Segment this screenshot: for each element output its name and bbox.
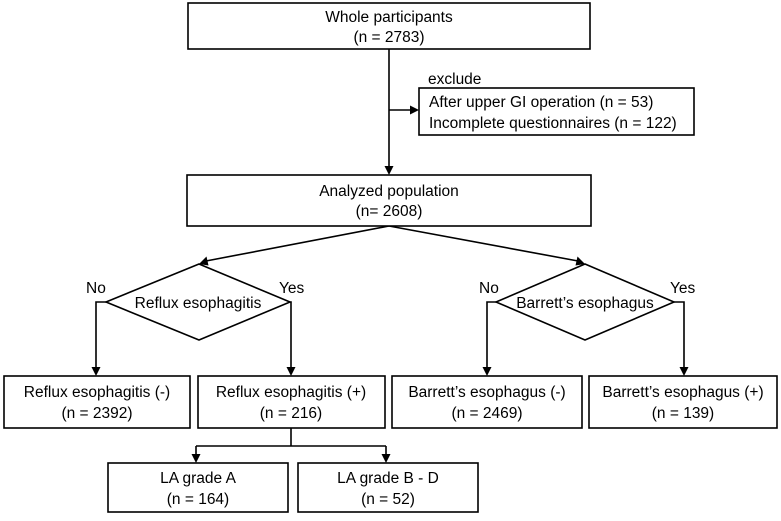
barrett-yes-label: Yes	[670, 280, 696, 297]
node-reflux-pos-title: Reflux esophagitis (+)	[216, 384, 366, 401]
arrowhead-barrett-pos	[679, 367, 689, 376]
node-la-bd-box	[297, 462, 479, 513]
node-reflux-neg-box	[3, 375, 191, 429]
node-reflux-pos-box	[197, 375, 386, 429]
arrowhead-barrett-decision	[575, 256, 585, 266]
node-whole-box	[187, 2, 591, 50]
node-la-bd-title: LA grade B - D	[337, 470, 439, 487]
arrowhead-reflux-neg	[91, 367, 101, 376]
connector-analyzed-to-barrett	[388, 225, 579, 262]
arrowhead-reflux-decision	[199, 256, 209, 266]
connector-barrett-no	[486, 301, 496, 368]
connector-reflux-no	[95, 301, 106, 368]
arrowhead-la-a	[191, 454, 201, 463]
reflux-yes-label: Yes	[279, 280, 305, 297]
node-analyzed-count: (n= 2608)	[356, 203, 423, 220]
node-barrett-pos-count: (n = 139)	[652, 405, 714, 422]
node-barrett-neg-box	[391, 375, 583, 429]
node-la-a-box	[107, 462, 289, 513]
decision-barrett-label: Barrett’s esophagus	[516, 295, 654, 312]
decision-barretts-esophagus: Barrett’s esophagus	[493, 263, 677, 341]
node-reflux-negative: Reflux esophagitis (-) (n = 2392)	[3, 375, 191, 429]
node-exclude-line2: Incomplete questionnaires (n = 122)	[429, 115, 677, 132]
node-barrett-neg-title: Barrett’s esophagus (-)	[408, 384, 565, 401]
node-la-a-count: (n = 164)	[167, 491, 229, 508]
decision-reflux-diamond	[103, 263, 293, 341]
node-whole-title: Whole participants	[325, 9, 453, 26]
connector-barrett-yes	[674, 301, 685, 368]
decision-reflux-esophagitis: Reflux esophagitis	[103, 263, 293, 341]
node-barrett-pos-title: Barrett’s esophagus (+)	[602, 384, 763, 401]
node-reflux-neg-count: (n = 2392)	[61, 405, 132, 422]
node-reflux-pos-count: (n = 216)	[260, 405, 322, 422]
node-la-grade-a: LA grade A (n = 164)	[107, 462, 289, 513]
node-barrett-positive: Barrett’s esophagus (+) (n = 139)	[588, 375, 778, 429]
connector-analyzed-to-reflux	[205, 225, 390, 262]
node-barrett-negative: Barrett’s esophagus (-) (n = 2469)	[391, 375, 583, 429]
node-analyzed-title: Analyzed population	[319, 183, 459, 200]
arrowhead-barrett-neg	[482, 367, 492, 376]
node-reflux-positive: Reflux esophagitis (+) (n = 216)	[197, 375, 386, 429]
node-exclude: After upper GI operation (n = 53) Incomp…	[418, 87, 695, 136]
node-la-bd-count: (n = 52)	[361, 491, 415, 508]
barrett-no-label: No	[479, 280, 499, 297]
node-reflux-neg-title: Reflux esophagitis (-)	[24, 384, 170, 401]
connector-reflux-yes	[290, 301, 292, 368]
arrowhead-exclude	[410, 105, 419, 115]
node-la-grade-b-d: LA grade B - D (n = 52)	[297, 462, 479, 513]
arrowhead-la-bd	[381, 454, 391, 463]
node-whole-participants: Whole participants (n = 2783)	[187, 2, 591, 50]
decision-reflux-label: Reflux esophagitis	[135, 295, 262, 312]
arrowhead-analyzed	[384, 166, 394, 175]
node-whole-count: (n = 2783)	[353, 29, 424, 46]
arrowhead-reflux-pos	[286, 367, 296, 376]
node-la-a-title: LA grade A	[160, 470, 237, 487]
reflux-no-label: No	[86, 280, 106, 297]
node-barrett-pos-box	[588, 375, 778, 429]
node-exclude-line1: After upper GI operation (n = 53)	[429, 94, 653, 111]
decision-barrett-diamond	[493, 263, 677, 341]
node-exclude-box	[418, 87, 695, 136]
exclude-label: exclude	[428, 71, 481, 88]
node-analyzed-box	[186, 174, 592, 227]
node-analyzed-population: Analyzed population (n= 2608)	[186, 174, 592, 227]
node-barrett-neg-count: (n = 2469)	[451, 405, 522, 422]
